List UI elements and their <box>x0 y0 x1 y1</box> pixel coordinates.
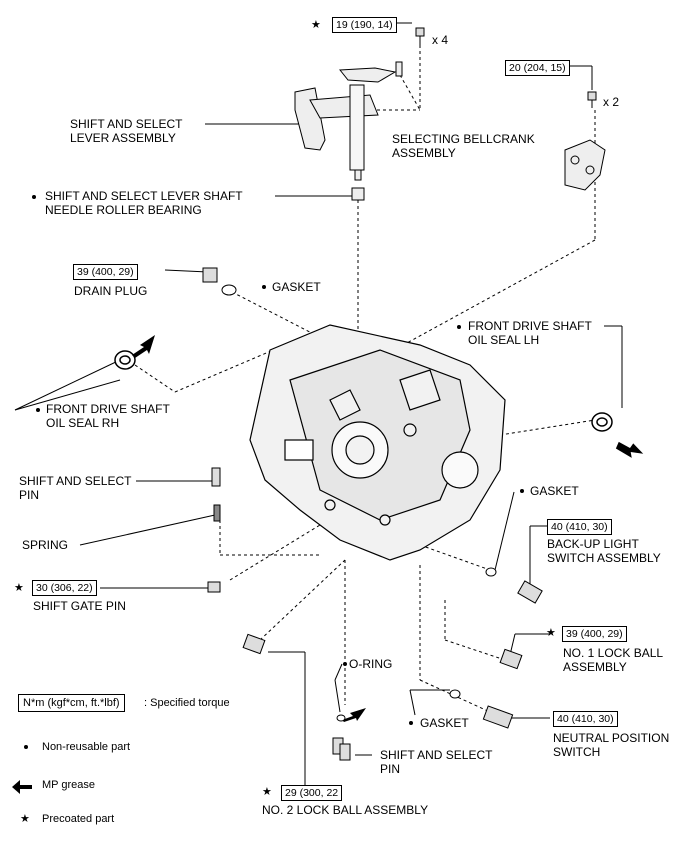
legend-mp-grease: MP grease <box>42 779 95 791</box>
torque-19: 19 (190, 14) <box>332 17 397 33</box>
non-reusable-dot-icon <box>409 721 413 725</box>
non-reusable-dot-icon <box>520 489 524 493</box>
label-spring: SPRING <box>22 538 69 552</box>
non-reusable-dot-icon <box>262 285 266 289</box>
qty-x2: x 2 <box>603 95 620 109</box>
non-reusable-dot-icon <box>32 195 36 199</box>
torque-30: 30 (306, 22) <box>32 580 97 596</box>
torque-40-backup: 40 (410, 30) <box>547 519 612 535</box>
legend-non-reusable: Non-reusable part <box>42 741 131 753</box>
legend-torque-box: N*m (kgf*cm, ft.*lbf) <box>18 694 125 712</box>
star-icon: ★ <box>262 786 272 798</box>
torque-29: 29 (300, 22 <box>281 785 343 801</box>
label-drain-plug: DRAIN PLUG <box>74 284 148 298</box>
star-icon: ★ <box>14 582 24 594</box>
star-icon: ★ <box>311 19 321 31</box>
torque-20: 20 (204, 15) <box>505 60 570 76</box>
bolt-x4-head <box>415 27 425 37</box>
non-reusable-dot-icon <box>36 408 40 412</box>
torque-40-neutral: 40 (410, 30) <box>553 711 618 727</box>
qty-x4: x 4 <box>432 33 449 47</box>
star-icon: ★ <box>546 627 556 639</box>
legend-dot-icon <box>24 745 28 749</box>
label-shift-gate-pin: SHIFT GATE PIN <box>33 599 126 613</box>
transaxle-case <box>249 324 506 561</box>
label-gasket-right: GASKET <box>530 484 579 498</box>
non-reusable-dot-icon <box>457 325 461 329</box>
legend-star-icon: ★ <box>20 813 30 825</box>
lever-assembly-shape <box>294 61 403 201</box>
legend-torque-desc: : Specified torque <box>144 697 230 709</box>
torque-39-drain: 39 (400, 29) <box>73 264 138 280</box>
legend-precoated: Precoated part <box>42 813 115 825</box>
legend-arrow-icon <box>12 780 32 794</box>
label-o-ring: O-RING <box>349 657 393 671</box>
torque-39-lockball: 39 (400, 29) <box>562 626 627 642</box>
label-gasket-top: GASKET <box>272 280 321 294</box>
label-no2-lock-ball: NO. 2 LOCK BALL ASSEMBLY <box>262 803 429 817</box>
non-reusable-dot-icon <box>343 662 347 666</box>
label-gasket-bottom: GASKET <box>420 716 469 730</box>
